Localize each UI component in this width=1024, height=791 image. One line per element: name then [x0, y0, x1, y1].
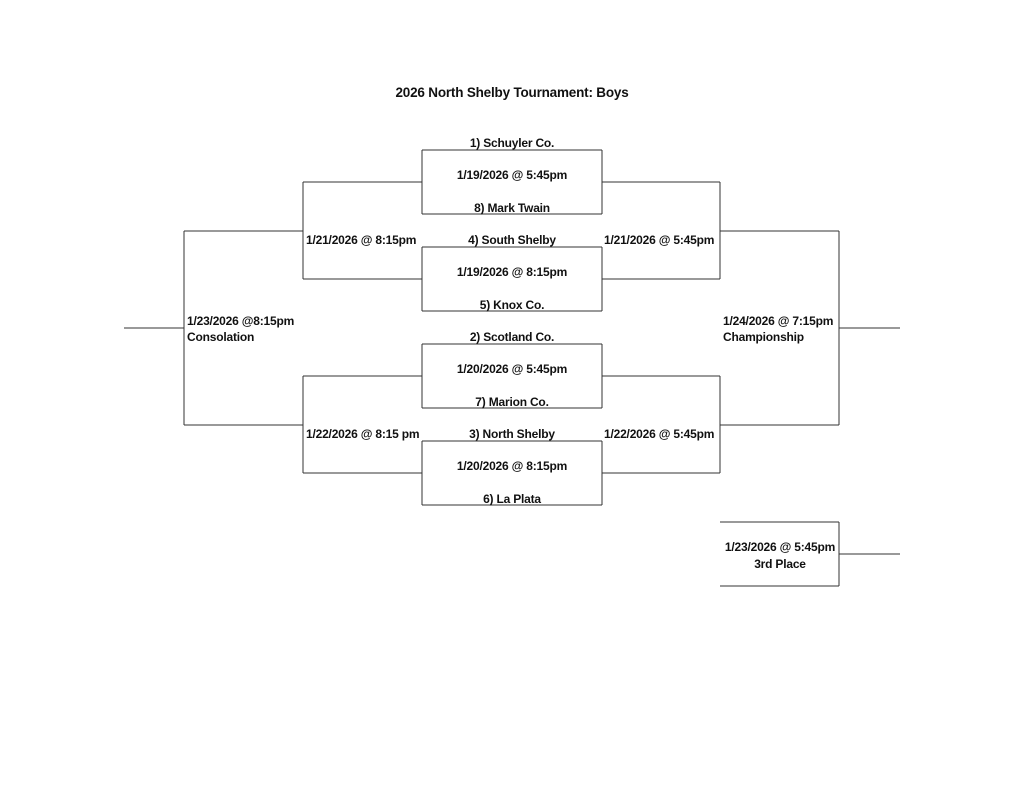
championship-semi-time: 1/22/2026 @ 5:45pm	[604, 427, 715, 441]
consolation-final-time: 1/23/2026 @8:15pm	[187, 314, 295, 328]
third-place-time: 1/23/2026 @ 5:45pm	[724, 540, 836, 554]
team-label: 8) Mark Twain	[474, 201, 550, 215]
consolation-semi-time: 1/22/2026 @ 8:15 pm	[306, 427, 420, 441]
team-label: 4) South Shelby	[468, 233, 556, 247]
game-time: 1/20/2026 @ 8:15pm	[456, 459, 568, 473]
team-label: 2) Scotland Co.	[469, 330, 555, 344]
game-time: 1/20/2026 @ 5:45pm	[456, 362, 568, 376]
team-label: 3) North Shelby	[469, 427, 555, 441]
team-label: 5) Knox Co.	[479, 298, 545, 312]
game-time: 1/19/2026 @ 5:45pm	[456, 168, 568, 182]
consolation-label: Consolation	[187, 330, 255, 344]
page-title: 2026 North Shelby Tournament: Boys	[395, 85, 629, 100]
third-place-label: 3rd Place	[754, 557, 806, 571]
championship-final-time: 1/24/2026 @ 7:15pm	[723, 314, 834, 328]
team-label: 7) Marion Co.	[475, 395, 549, 409]
championship-label: Championship	[723, 330, 804, 344]
game-time: 1/19/2026 @ 8:15pm	[456, 265, 568, 279]
championship-semi-time: 1/21/2026 @ 5:45pm	[604, 233, 715, 247]
consolation-semi-time: 1/21/2026 @ 8:15pm	[306, 233, 417, 247]
team-label: 1) Schuyler Co.	[469, 136, 555, 150]
team-label: 6) La Plata	[483, 492, 541, 506]
